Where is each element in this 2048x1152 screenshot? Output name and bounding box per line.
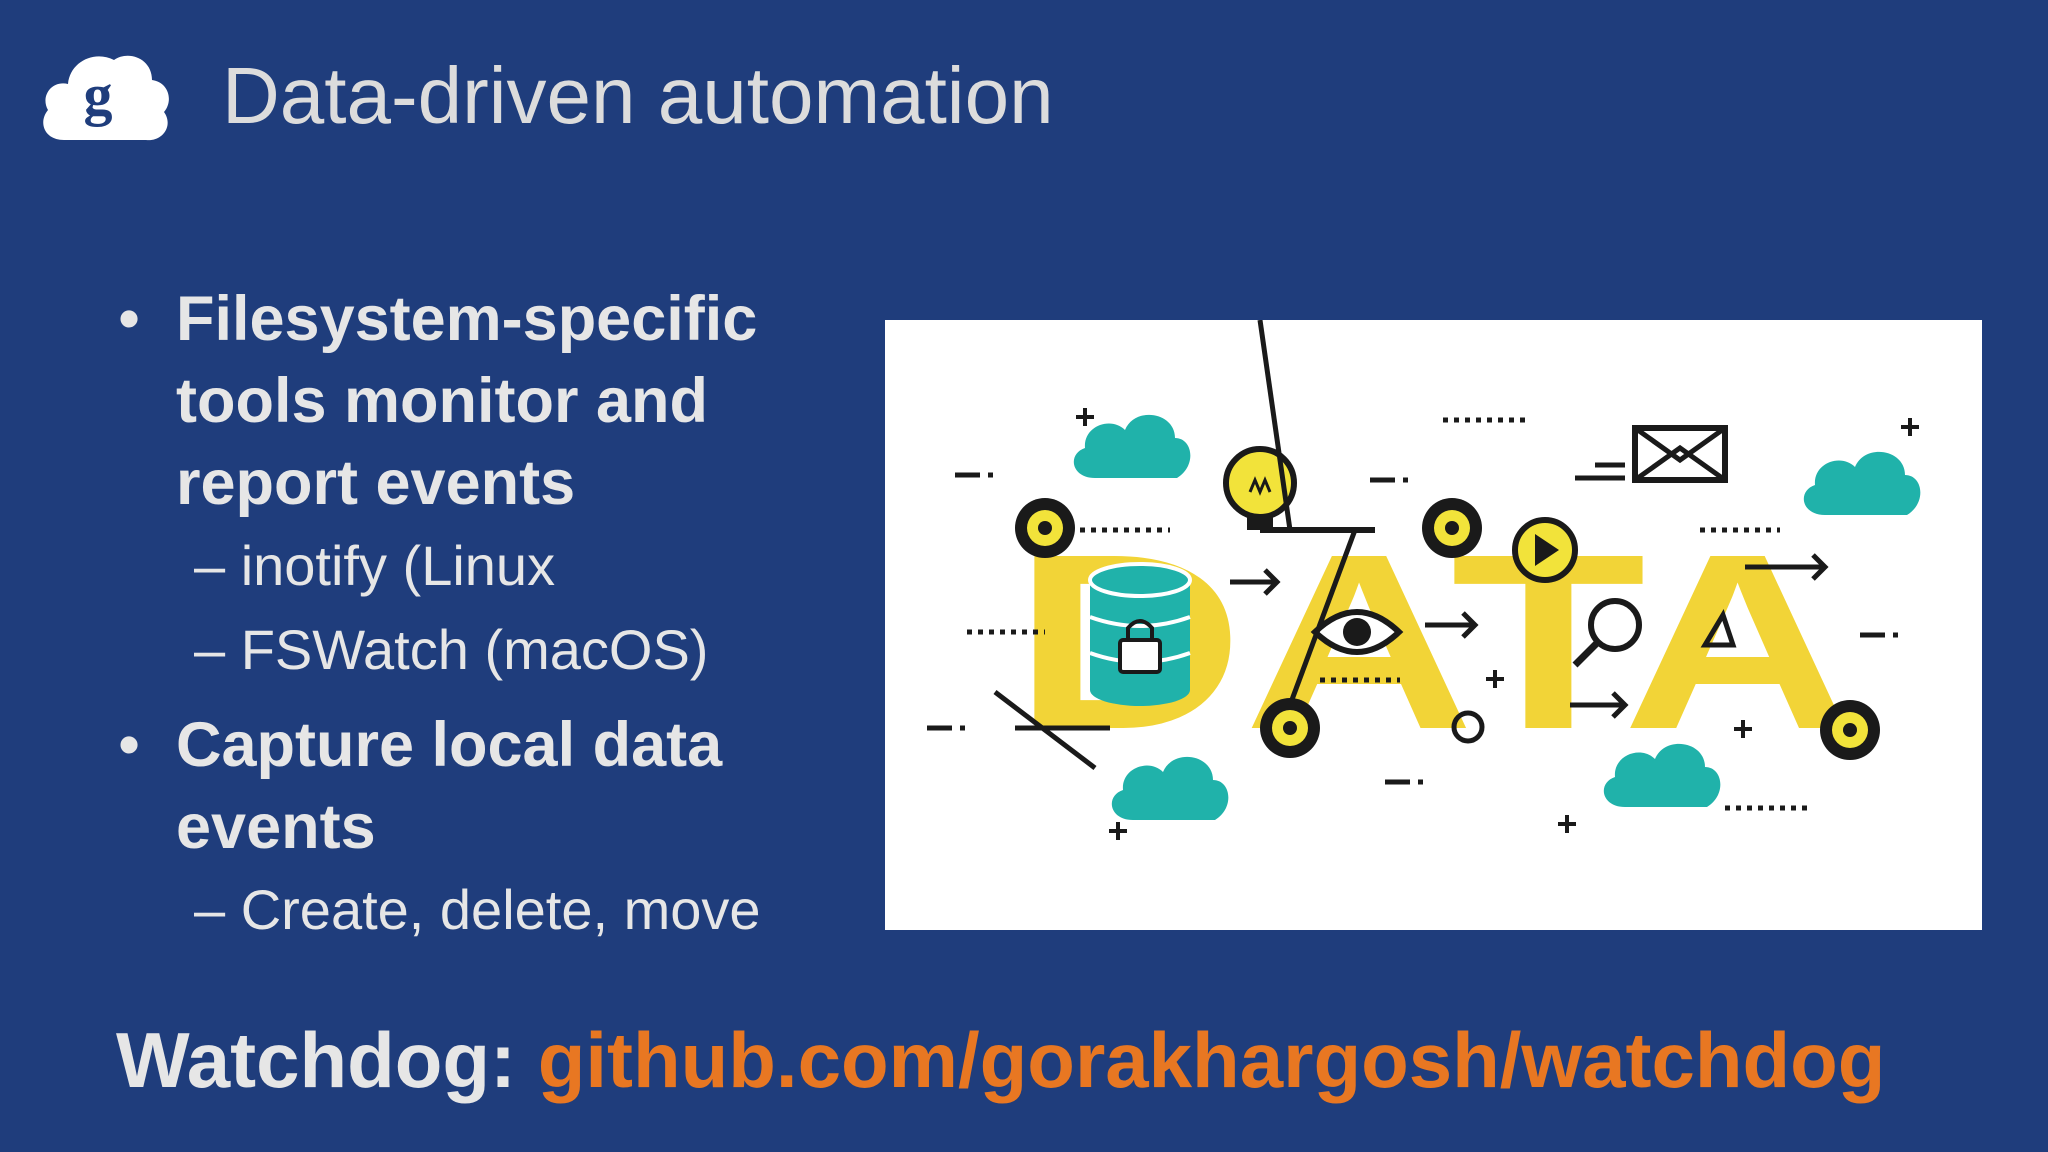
arrow-icon — [1230, 320, 1829, 719]
cloud-icon — [1603, 743, 1721, 807]
gear-icon — [1422, 498, 1482, 558]
cloud-icon — [1803, 451, 1921, 515]
cloud-icon — [1111, 756, 1229, 820]
slide-title: Data-driven automation — [222, 51, 1054, 140]
watchdog-link[interactable]: github.com/gorakhargosh/watchdog — [537, 1016, 1886, 1104]
bullet-symbol: • — [118, 710, 141, 780]
data-illustration: DATA — [885, 320, 1982, 930]
footer-label: Watchdog: — [116, 1016, 517, 1104]
bullet-symbol: • — [118, 284, 141, 354]
gear-icon — [1820, 700, 1880, 760]
gear-icon — [1015, 498, 1075, 558]
sub-bullet: – Create, delete, move — [194, 878, 761, 941]
plus-icon — [1076, 408, 1919, 840]
bullet-item: • Filesystem-specific tools monitor and … — [118, 278, 878, 524]
play-icon — [1512, 517, 1578, 583]
bullet-list: • Filesystem-specific tools monitor and … — [118, 278, 878, 952]
footer-line: Watchdog: github.com/gorakhargosh/watchd… — [116, 1015, 1885, 1106]
bullet-text: Filesystem-specific tools monitor and re… — [176, 284, 758, 518]
magnifier-icon — [1572, 598, 1642, 668]
globus-logo: g — [36, 44, 176, 148]
bullet-item: • Capture local data events — [118, 704, 878, 868]
lightbulb-icon — [1223, 446, 1375, 533]
bullet-text: Capture local data events — [176, 710, 723, 862]
envelope-icon — [1575, 425, 1728, 483]
sub-bullet: – inotify (Linux — [194, 534, 556, 597]
sub-bullet: – FSWatch (macOS) — [194, 618, 709, 681]
eye-icon — [1310, 609, 1404, 655]
svg-text:g: g — [84, 62, 113, 127]
gear-icon — [1260, 698, 1320, 758]
database-lock-icon — [1088, 562, 1192, 706]
cloud-icon — [1073, 414, 1191, 478]
